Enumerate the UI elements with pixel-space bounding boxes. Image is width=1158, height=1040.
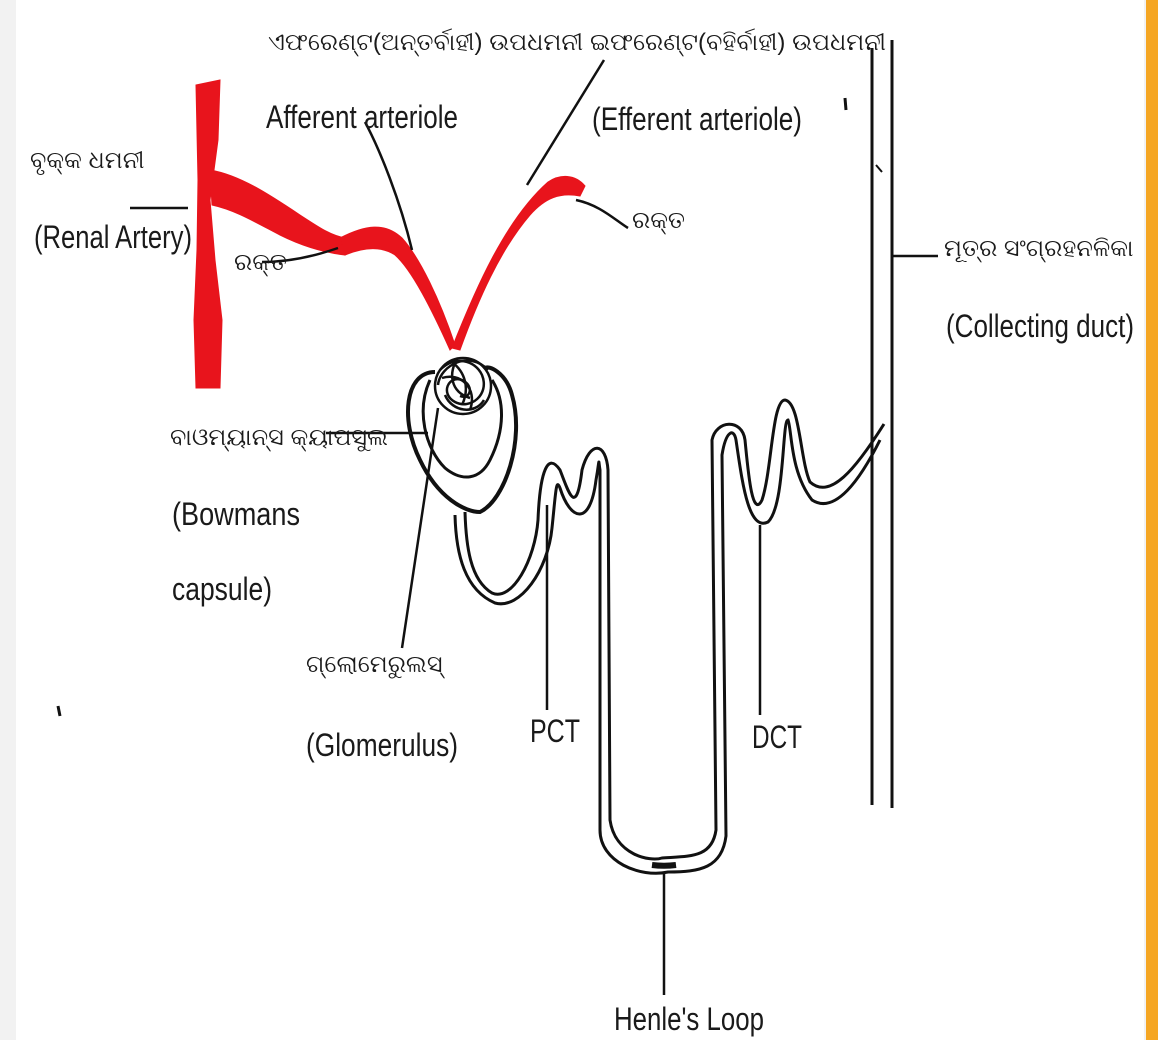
stray-mark xyxy=(58,706,60,716)
renal-artery-label-or: ବୃକ୍କ ଧମନୀ xyxy=(30,147,144,175)
renal-artery-label: (Renal Artery) xyxy=(34,219,192,255)
efferent-arteriole-vessel xyxy=(452,176,585,350)
dct-label: DCT xyxy=(752,719,802,755)
pointer-blood-right xyxy=(576,200,628,228)
bowmans-capsule-shape xyxy=(408,367,516,512)
glomerulus-shape xyxy=(435,358,491,414)
collecting-duct-shape xyxy=(872,40,892,808)
pointer-glomerulus xyxy=(402,408,438,648)
blood-label-right: ରକ୍ତ xyxy=(632,207,685,235)
glomerulus-label-or: ଗ୍ଲୋମେରୁଲସ୍ xyxy=(306,651,445,679)
afferent-arteriole-label: Afferent arteriole xyxy=(266,99,458,135)
pct-label: PCT xyxy=(530,713,580,749)
tubule-shape xyxy=(455,400,884,873)
bowmans-label-line2: capsule) xyxy=(172,571,272,607)
collecting-duct-label-or: ମୂତ୍ର ସଂଗ୍ରହନଳିକା xyxy=(944,235,1133,263)
henle-loop-label: Henle's Loop xyxy=(614,1001,764,1037)
afferent-arteriole-vessel xyxy=(340,227,455,350)
efferent-arteriole-label: (Efferent arteriole) xyxy=(592,101,802,137)
blood-label-left: ରକ୍ତ xyxy=(234,249,287,277)
collecting-duct-label: (Collecting duct) xyxy=(946,308,1134,344)
efferent-label-or: ଇଫରେଣ୍ଟ(ବହିର୍ବାହୀ) ଉପଧମନୀ xyxy=(590,28,886,57)
glomerulus-label: (Glomerulus) xyxy=(306,727,458,763)
afferent-label-or: ଏଫରେଣ୍ଟ(ଅନ୍ତର୍ବାହୀ) ଉପଧମନୀ xyxy=(268,28,583,57)
stray-mark xyxy=(845,98,846,110)
bowmans-label-line1: (Bowmans xyxy=(172,496,300,532)
bowmans-label-or: ବାଓମ୍ୟାନ୍ସ କ୍ୟାପସୁଲ xyxy=(170,424,388,452)
